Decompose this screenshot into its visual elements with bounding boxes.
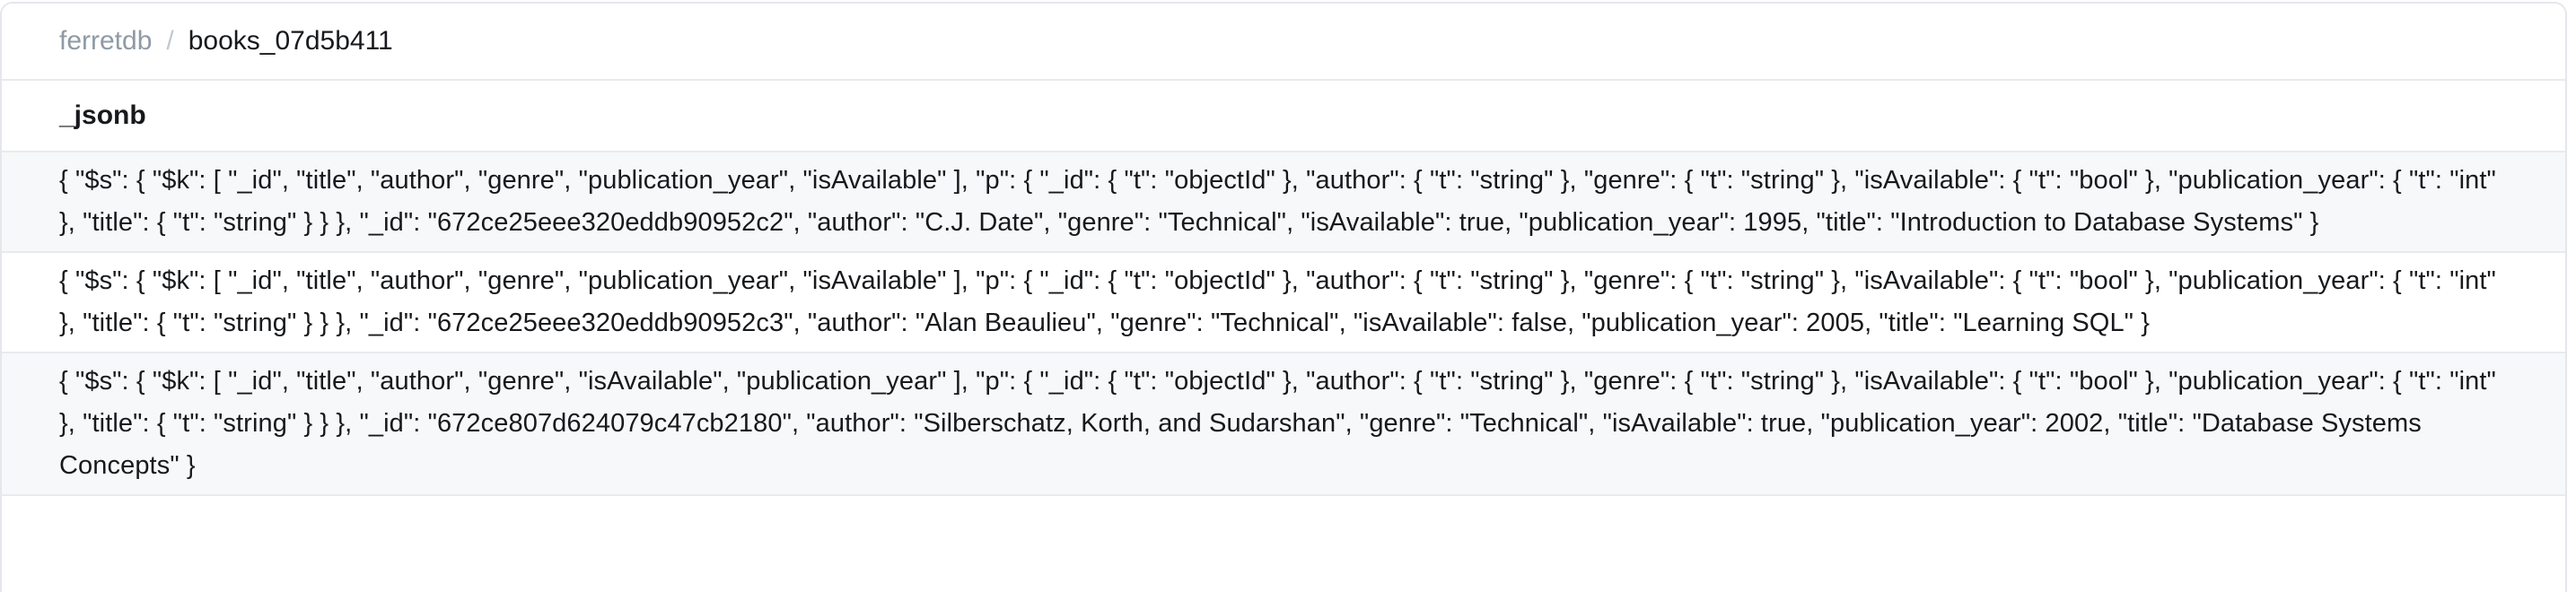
table-row[interactable]: { "$s": { "$k": [ "_id", "title", "autho…	[2, 151, 2565, 251]
breadcrumb: ferretdb / books_07d5b411	[2, 4, 2565, 79]
table-row[interactable]: { "$s": { "$k": [ "_id", "title", "autho…	[2, 352, 2565, 494]
breadcrumb-database-link[interactable]: ferretdb	[59, 26, 153, 56]
table-row[interactable]: { "$s": { "$k": [ "_id", "title", "autho…	[2, 251, 2565, 352]
jsonb-cell-value: { "$s": { "$k": [ "_id", "title", "autho…	[59, 266, 2496, 337]
breadcrumb-collection-name: books_07d5b411	[188, 26, 393, 56]
table-header: _jsonb	[2, 79, 2565, 151]
jsonb-cell-value: { "$s": { "$k": [ "_id", "title", "autho…	[59, 166, 2496, 237]
breadcrumb-separator: /	[166, 26, 174, 56]
table-row-partial	[2, 494, 2565, 512]
jsonb-cell-value: { "$s": { "$k": [ "_id", "title", "autho…	[59, 367, 2496, 480]
column-header-jsonb[interactable]: _jsonb	[59, 100, 146, 130]
